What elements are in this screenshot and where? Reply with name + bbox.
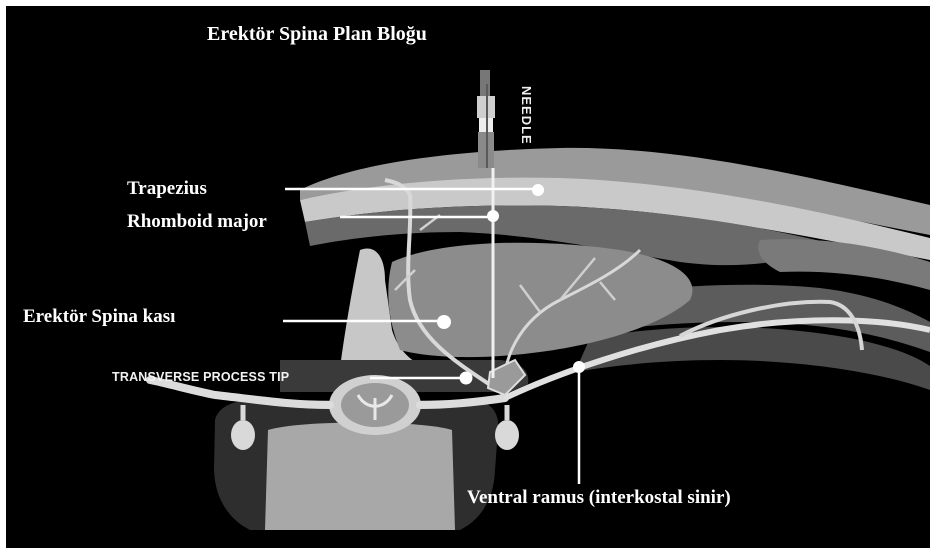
label-ventral-ramus: Ventral ramus (interkostal sinir) [467, 488, 731, 507]
diagram-title: Erektör Spina Plan Bloğu [207, 24, 427, 44]
label-trapezius: Trapezius [127, 179, 207, 198]
label-transverse-process-tip: TRANSVERSE PROCESS TIP [112, 371, 289, 384]
dorsal-root-ganglion-left [231, 420, 255, 450]
dot-transverse-process [460, 372, 473, 385]
dorsal-root-ganglion-right [495, 420, 519, 450]
needle-label: NEEDLE [520, 86, 533, 145]
dot-trapezius [532, 184, 544, 196]
vertebral-body-highlight [265, 423, 455, 531]
label-rhomboid-major: Rhomboid major [127, 212, 267, 231]
dot-ventral-ramus [573, 361, 585, 373]
dot-rhomboid [487, 210, 499, 222]
label-erector-spinae: Erektör Spina kası [23, 307, 175, 326]
dot-erector [437, 315, 451, 329]
